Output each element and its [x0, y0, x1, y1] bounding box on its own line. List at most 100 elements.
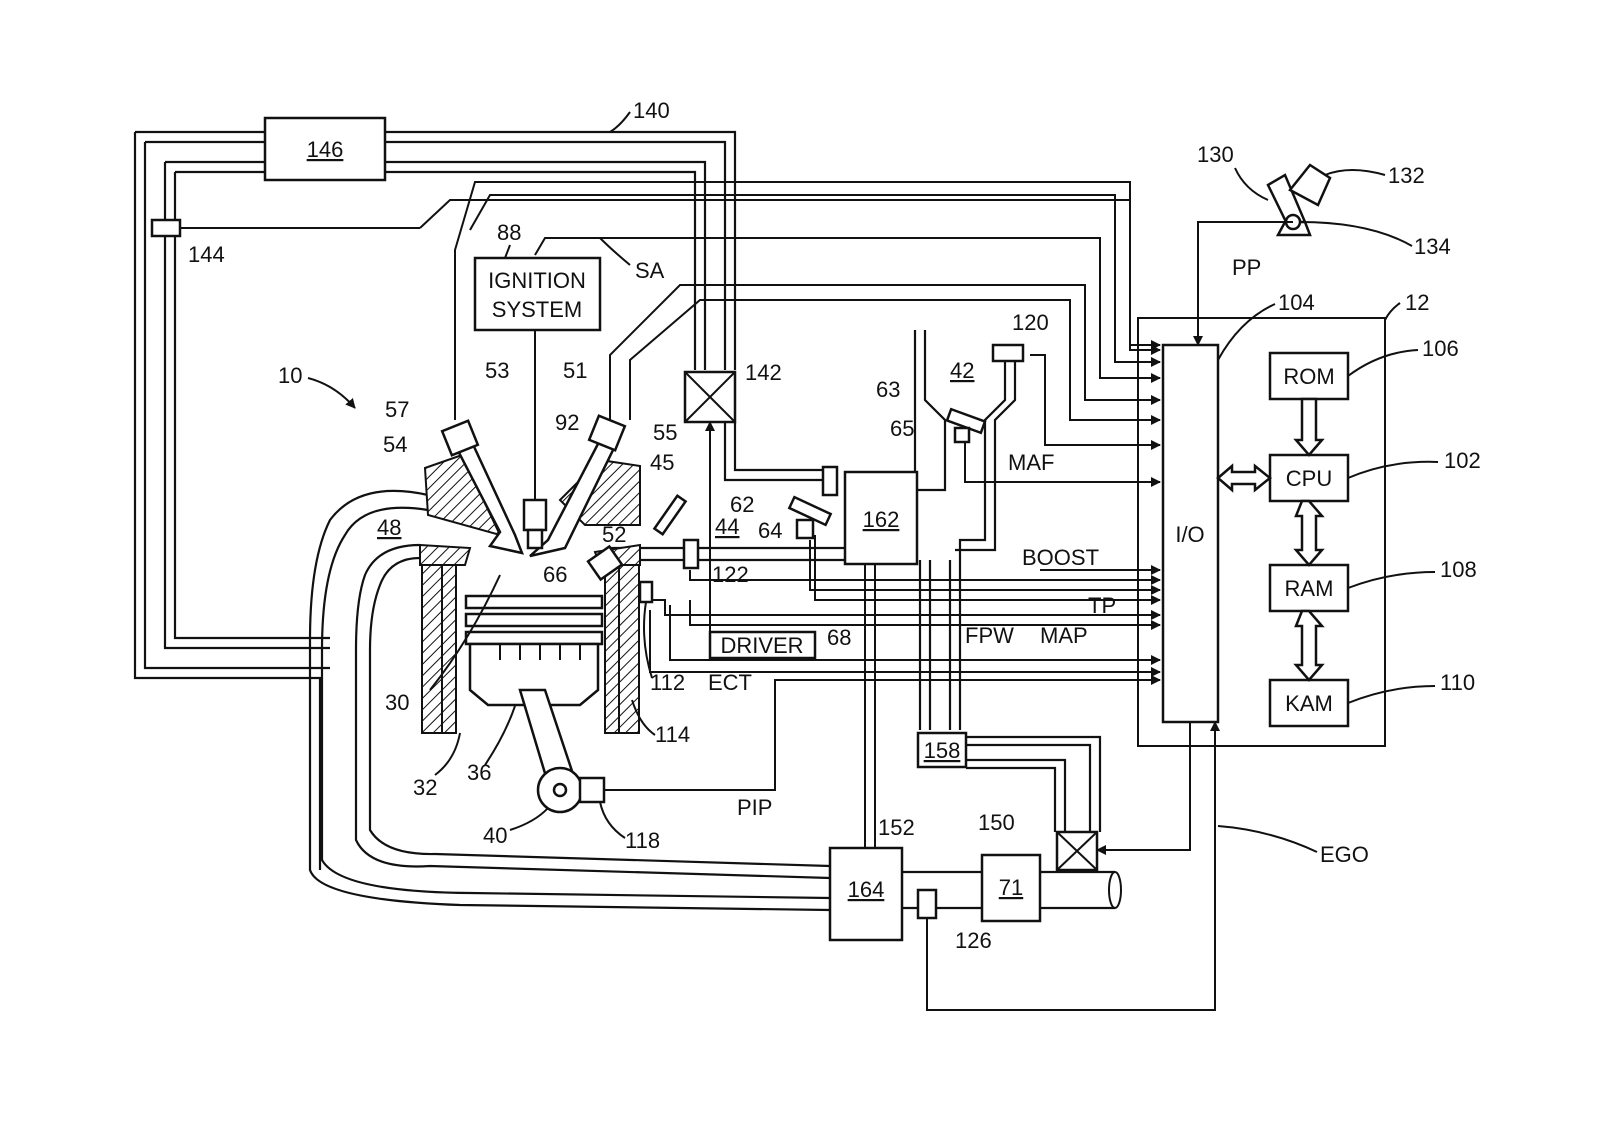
svg-text:130: 130	[1197, 142, 1234, 167]
svg-text:162: 162	[863, 507, 900, 532]
catalyst-71: 71	[980, 853, 1042, 923]
svg-text:48: 48	[377, 515, 401, 540]
label-pp: PP	[1232, 255, 1261, 280]
label-10: 10	[278, 363, 302, 388]
svg-text:44: 44	[715, 514, 739, 539]
svg-text:122: 122	[712, 562, 749, 587]
crankshaft-40	[518, 688, 775, 814]
compressor-162: 162	[821, 465, 919, 848]
svg-text:68: 68	[827, 625, 851, 650]
svg-text:150: 150	[978, 810, 1015, 835]
svg-text:64: 64	[758, 518, 782, 543]
throttle-62: 62 64	[730, 492, 833, 543]
svg-text:104: 104	[1278, 290, 1315, 315]
svg-text:164: 164	[848, 877, 885, 902]
svg-text:IGNITION: IGNITION	[488, 268, 586, 293]
label-maf: MAF	[1008, 450, 1054, 475]
throttle-65: 63 65	[876, 377, 987, 444]
label-fpw: FPW	[965, 623, 1014, 648]
ego-sensor-126: 126	[916, 721, 1220, 1011]
label-ego: EGO	[1320, 842, 1369, 867]
leader-104	[1217, 303, 1276, 361]
label-ect: ECT	[708, 670, 752, 695]
signal-wires	[454, 181, 1161, 791]
leader-12	[1384, 302, 1401, 321]
leader-118	[599, 801, 626, 839]
label-map: MAP	[1040, 623, 1088, 648]
svg-text:108: 108	[1440, 557, 1477, 582]
egr-cooler-146: 146	[263, 116, 387, 182]
label-40: 40	[483, 823, 507, 848]
maf-sensor-120: 120	[991, 310, 1049, 363]
svg-text:I/O: I/O	[1175, 522, 1204, 547]
svg-text:110: 110	[1440, 670, 1475, 695]
controller-12: 12	[1137, 290, 1429, 747]
svg-text:132: 132	[1388, 163, 1425, 188]
driver-68: DRIVER 68	[708, 625, 851, 660]
leader-32	[434, 732, 461, 776]
label-55: 55	[653, 420, 677, 445]
svg-text:134: 134	[1414, 234, 1451, 259]
fuel-injector-66	[586, 544, 624, 582]
leader-106	[1347, 349, 1419, 377]
label-140: 140	[633, 98, 670, 123]
leader-102	[1347, 460, 1439, 479]
svg-text:144: 144	[188, 242, 225, 267]
injector-45: 45	[650, 450, 688, 536]
piston-36	[464, 594, 604, 707]
map-sensor-122: 122	[682, 538, 749, 587]
intake-manifold-44: 44	[608, 514, 845, 562]
label-118: 118	[625, 828, 660, 853]
wastegate-control-wire	[1096, 722, 1191, 855]
ignition-system-88: IGNITION SYSTEM 88	[473, 220, 602, 500]
leader-140	[609, 111, 631, 133]
label-52: 52	[602, 522, 626, 547]
leader-sa	[599, 237, 631, 266]
label-30: 30	[385, 690, 409, 715]
cpu-102: CPU 102	[1268, 448, 1481, 503]
intake-valve-52	[529, 414, 627, 558]
exhaust-valve-54	[440, 419, 525, 555]
label-tp: TP	[1088, 593, 1116, 618]
label-54: 54	[383, 432, 407, 457]
bus-arrows	[1216, 397, 1325, 682]
svg-text:DRIVER: DRIVER	[720, 633, 803, 658]
wastegate-150: 150	[978, 810, 1099, 872]
label-32: 32	[413, 775, 437, 800]
svg-text:92: 92	[555, 410, 579, 435]
svg-text:CPU: CPU	[1286, 466, 1332, 491]
spark-plug-92: 92	[522, 410, 579, 550]
svg-text:71: 71	[999, 875, 1023, 900]
leader-110	[1347, 685, 1436, 704]
label-53: 53	[485, 358, 509, 383]
egr-valve-142: 142	[683, 360, 830, 640]
label-57: 57	[385, 397, 409, 422]
label-pip: PIP	[737, 795, 772, 820]
svg-text:63: 63	[876, 377, 900, 402]
svg-text:ROM: ROM	[1283, 364, 1334, 389]
io-block-104: I/O 104	[1161, 290, 1315, 724]
label-51: 51	[563, 358, 587, 383]
kam-110: KAM 110	[1268, 670, 1475, 728]
svg-text:SYSTEM: SYSTEM	[492, 297, 582, 322]
ram-108: RAM 108	[1268, 557, 1477, 613]
svg-text:65: 65	[890, 416, 914, 441]
label-114: 114	[655, 722, 690, 747]
rom-106: ROM 106	[1268, 336, 1459, 401]
svg-text:RAM: RAM	[1285, 576, 1334, 601]
leader-10	[307, 377, 356, 409]
label-66: 66	[543, 562, 567, 587]
leader-40	[509, 807, 549, 831]
label-36: 36	[467, 760, 491, 785]
svg-text:142: 142	[745, 360, 782, 385]
svg-text:KAM: KAM	[1285, 691, 1333, 716]
leader-108	[1347, 571, 1436, 589]
label-sa: SA	[635, 258, 665, 283]
leader-112	[643, 601, 653, 679]
cylinder-head	[419, 453, 641, 566]
svg-text:62: 62	[730, 492, 754, 517]
svg-text:45: 45	[650, 450, 674, 475]
svg-text:152: 152	[878, 815, 915, 840]
label-boost: BOOST	[1022, 545, 1099, 570]
